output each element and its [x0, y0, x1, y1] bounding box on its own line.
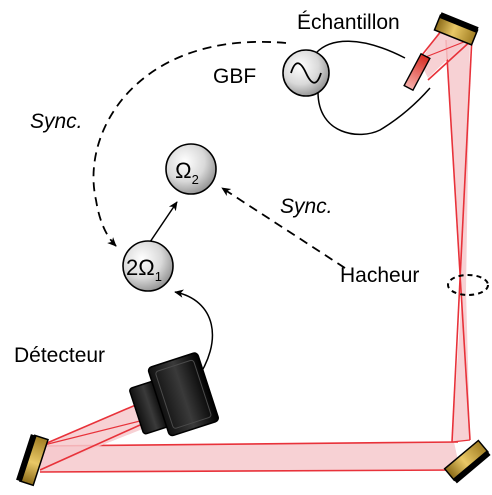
chopper	[447, 274, 489, 296]
label-sync-right: Sync.	[280, 195, 333, 218]
omega2-subscript: 2	[192, 172, 199, 187]
mirror-bottom-right	[443, 439, 491, 484]
beam-line	[39, 415, 161, 471]
beam-line	[39, 469, 463, 473]
laser-beam	[39, 29, 475, 473]
beam-fill-bottom	[40, 442, 460, 472]
label-gbf: GBF	[213, 65, 256, 88]
beam-line	[451, 35, 473, 443]
sync-line-chopper	[221, 187, 346, 269]
svg-text:2Ω1: 2Ω1	[126, 255, 162, 284]
beam-line	[39, 441, 459, 447]
beam-fill-detector	[40, 398, 165, 470]
mirror-top-right	[433, 12, 479, 46]
beam-line	[451, 439, 471, 443]
label-detecteur: Détecteur	[14, 344, 105, 367]
signal-line-detector	[174, 289, 214, 383]
sample	[403, 52, 431, 92]
mirror-bottom-left	[16, 434, 49, 487]
beam-fill-vertical-bottom	[452, 290, 470, 442]
wire-gbf-sample-return	[317, 87, 431, 136]
signal-line-demod	[149, 201, 178, 243]
gbf-generator[interactable]	[282, 49, 330, 97]
label-echantillon: Échantillon	[297, 11, 400, 34]
sine-wave-icon	[290, 62, 322, 84]
beam-line	[39, 397, 153, 447]
sync-line-gbf	[92, 40, 287, 247]
omega2-symbol: Ω	[175, 158, 191, 183]
label-hacheur: Hacheur	[340, 264, 419, 287]
beam-line	[445, 39, 471, 441]
label-sync-left: Sync.	[30, 110, 83, 133]
two-omega1-symbol: 2Ω	[126, 255, 155, 280]
beam-line	[427, 37, 475, 81]
two-omega1-subscript: 1	[155, 269, 162, 284]
two-omega1-node[interactable]: 2Ω1	[122, 240, 174, 292]
beam-fill-vertical-top	[446, 36, 470, 290]
omega2-node[interactable]: Ω2	[165, 143, 217, 195]
wire-gbf-sample	[315, 40, 406, 59]
photodetector-icon	[129, 352, 219, 437]
svg-text:Ω2: Ω2	[175, 158, 199, 187]
